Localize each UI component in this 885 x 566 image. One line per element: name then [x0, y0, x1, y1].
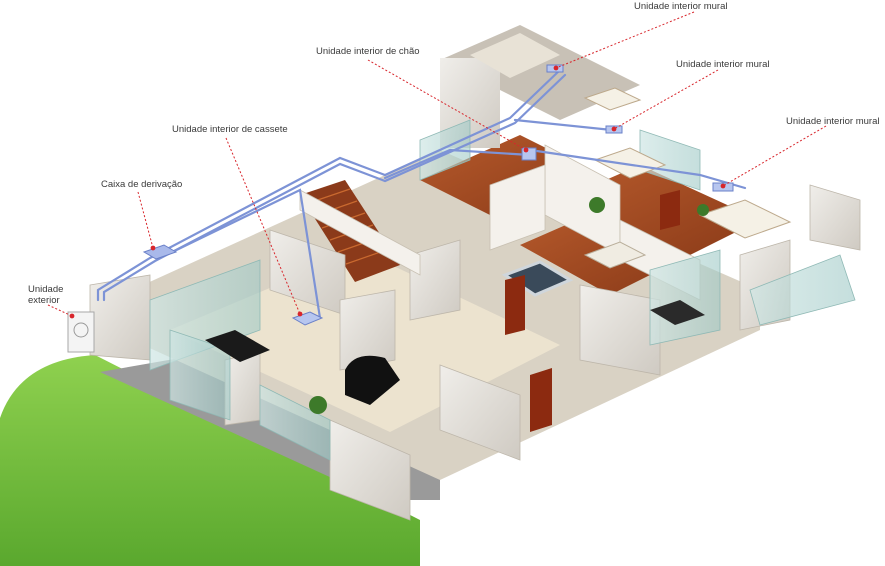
label-floor-unit: Unidade interior de chão [316, 46, 420, 57]
branch-box [142, 244, 178, 260]
label-wall-unit-mid: Unidade interior mural [676, 59, 770, 70]
label-branch-box: Caixa de derivação [101, 179, 183, 190]
label-cassette-unit: Unidade interior de cassete [172, 124, 288, 135]
label-outdoor-unit-line2: exterior [28, 295, 60, 306]
bed-guest [593, 147, 667, 179]
label-outdoor-unit-line1: Unidade [28, 284, 64, 295]
bed-master [698, 199, 792, 239]
bed-upper [583, 87, 642, 111]
cassette-unit [291, 311, 324, 326]
plants [309, 197, 709, 414]
tower-room [470, 33, 560, 78]
stone-walls [89, 184, 861, 521]
leader-dots [69, 65, 726, 319]
living-sofa [583, 241, 647, 269]
doors [505, 190, 680, 432]
dining-set [650, 300, 705, 325]
lawn [0, 355, 420, 566]
leader-lines [47, 11, 827, 317]
label-wall-unit-top: Unidade interior mural [634, 1, 728, 12]
grand-piano [345, 355, 400, 405]
glass-walls [149, 119, 856, 461]
label-wall-unit-right: Unidade interior mural [786, 116, 880, 127]
reception-desk [205, 330, 270, 362]
refrigerant-pipes [96, 68, 747, 320]
outdoor-unit [67, 311, 95, 353]
